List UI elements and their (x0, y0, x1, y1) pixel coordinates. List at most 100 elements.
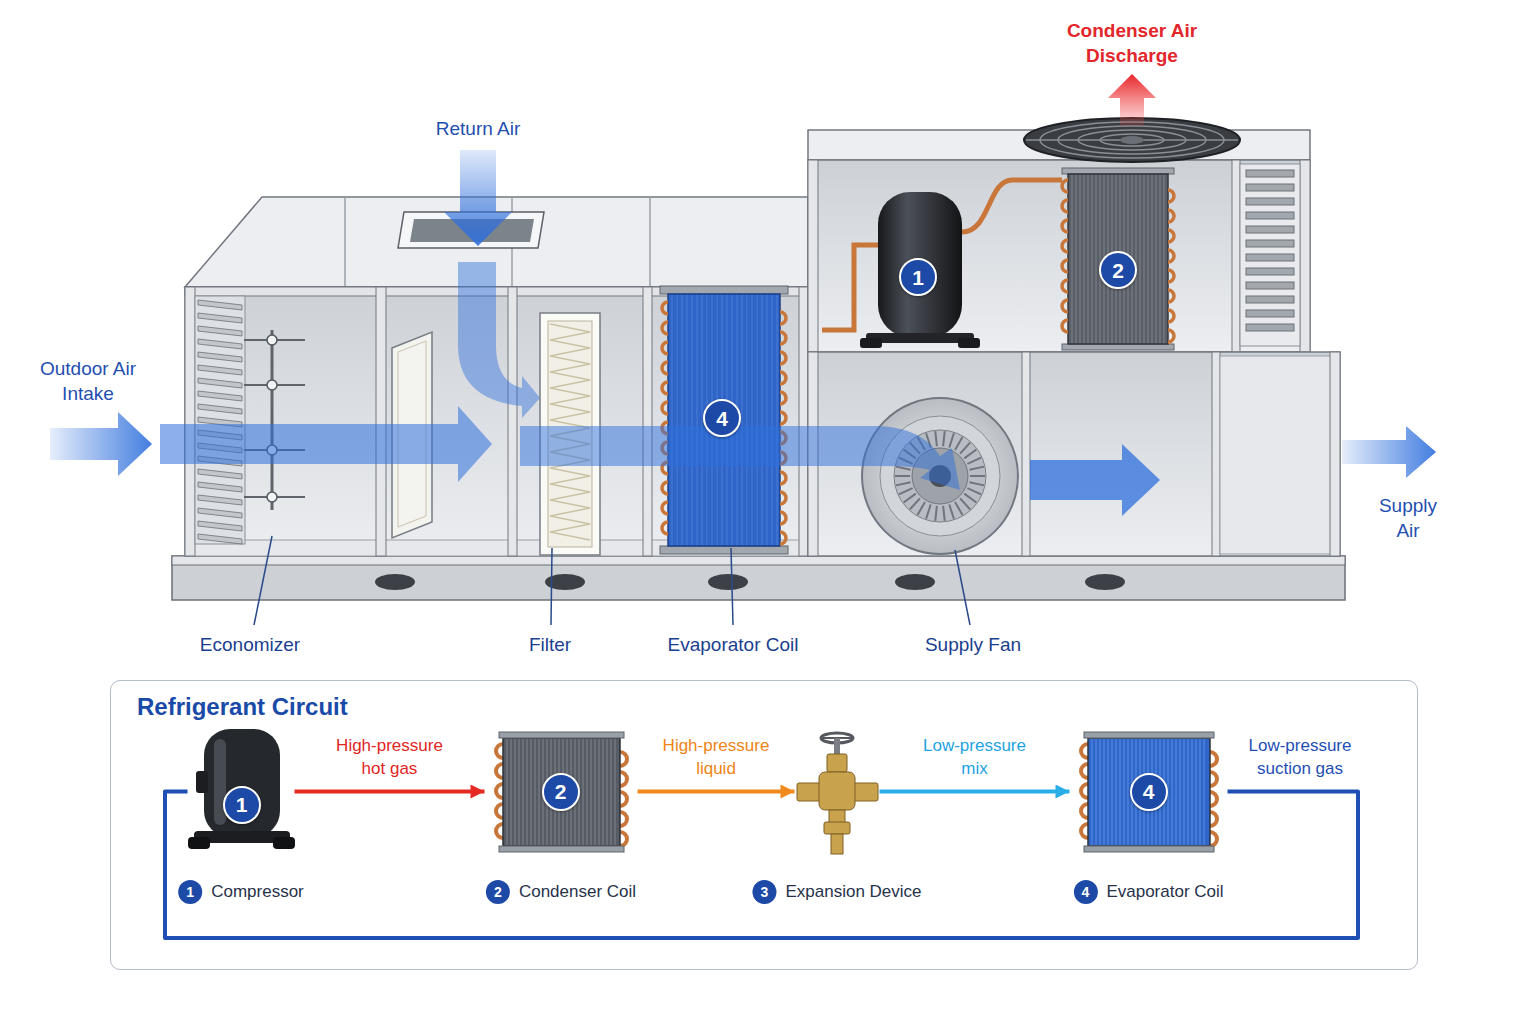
leader-line (731, 548, 733, 625)
coil-bend (620, 792, 627, 806)
fan-blade (943, 431, 945, 446)
coil-fin (687, 295, 688, 545)
part-label: Economizer (200, 632, 300, 657)
damper-blade (198, 521, 242, 531)
refrigerant-line (295, 790, 485, 794)
fan-blade (949, 433, 954, 447)
mixing-section-housing (376, 287, 386, 556)
coil-frame (1084, 732, 1214, 738)
callout-number: 4 (1130, 773, 1168, 811)
valve-port (852, 783, 878, 801)
compressor (860, 338, 882, 348)
coil-fin (1160, 175, 1161, 343)
economizer-damper (267, 492, 277, 502)
coil-fin (602, 739, 603, 845)
coil-fin (510, 739, 511, 845)
compressor (822, 245, 880, 330)
coil-fin (742, 295, 743, 545)
airflow-arrows (50, 412, 152, 476)
part-label: Condenser Air Discharge (1047, 18, 1217, 68)
coil-bend (662, 302, 668, 314)
coil-fin (582, 739, 583, 845)
coil-bend (1210, 772, 1217, 786)
part-label: Supply Fan (925, 632, 1021, 657)
coil-fin (1179, 739, 1180, 845)
coil-fin (672, 295, 673, 545)
coil-bend (1081, 804, 1088, 818)
leader-line (254, 536, 970, 625)
unit-base (895, 574, 935, 590)
evaporator-coil (660, 286, 788, 294)
condensing-section-housing (808, 160, 1310, 352)
louver (1246, 184, 1294, 191)
component-name: Evaporator Coil (1106, 880, 1223, 904)
mixing-section-housing (649, 197, 651, 287)
unit-base (375, 574, 415, 590)
coil-fin (1175, 739, 1176, 845)
economizer-damper (267, 335, 277, 345)
fan-blade (896, 467, 911, 470)
coil-bend (620, 772, 627, 786)
coil-bend (1210, 752, 1217, 766)
coil-bend (780, 332, 786, 344)
coil-bend (1062, 240, 1068, 252)
coil-fin (1088, 175, 1089, 343)
coil-bend (1168, 310, 1174, 322)
economizer-damper (195, 296, 245, 544)
damper-blade (198, 365, 242, 375)
coil-fin (1187, 739, 1188, 845)
coil-bend (780, 512, 786, 524)
coil-bend (1210, 812, 1217, 826)
coil-body (503, 738, 620, 846)
coil-bend (780, 492, 786, 504)
coil-fin (752, 295, 753, 545)
coil-fin (1156, 175, 1157, 343)
valve-outlet (831, 834, 843, 854)
damper-blade (198, 339, 242, 349)
refrigerant-line (880, 790, 1070, 794)
mixing-section-housing (185, 287, 808, 556)
condensing-section-housing (1240, 164, 1300, 346)
fan-blade (949, 505, 954, 519)
unit-base (1085, 574, 1125, 590)
fan-blade (970, 475, 985, 477)
louver (1246, 282, 1294, 289)
coil-bend (1081, 744, 1088, 758)
coil-frame (499, 846, 624, 852)
fan-blade (955, 437, 963, 450)
component-node: 4Evaporator Coil4 (1070, 732, 1228, 852)
coil-bend (1081, 784, 1088, 798)
unit-base (172, 556, 1345, 600)
step-number: 3 (752, 880, 776, 904)
airflow-arrows (1342, 426, 1436, 478)
coil-fin (1100, 175, 1101, 343)
coil-fin (526, 739, 527, 845)
coil-fin (1076, 175, 1077, 343)
fan-blade (969, 467, 984, 470)
fan-blade (895, 475, 910, 477)
coil-frame (1084, 846, 1214, 852)
step-number: 4 (1073, 880, 1097, 904)
supply-section-housing (1022, 352, 1030, 556)
damper-blade (198, 352, 242, 362)
coil-fin (747, 295, 748, 545)
coil-fin (594, 739, 595, 845)
coil-fin (614, 739, 615, 845)
condensing-section-housing (1232, 160, 1240, 352)
coil-bend (1062, 320, 1068, 332)
coil-bend (1168, 330, 1174, 342)
component-detail (198, 170, 1294, 545)
component-name: Condenser Coil (519, 880, 636, 904)
coil-fin (590, 739, 591, 845)
coil-bend (620, 752, 627, 766)
coil-fin (538, 739, 539, 845)
coil-bend (780, 372, 786, 384)
condensing-section-housing (1300, 160, 1310, 352)
compressor-foot (273, 837, 295, 849)
coil-bend (1062, 280, 1068, 292)
coil-bend (662, 322, 668, 334)
coil-bend (496, 744, 503, 758)
